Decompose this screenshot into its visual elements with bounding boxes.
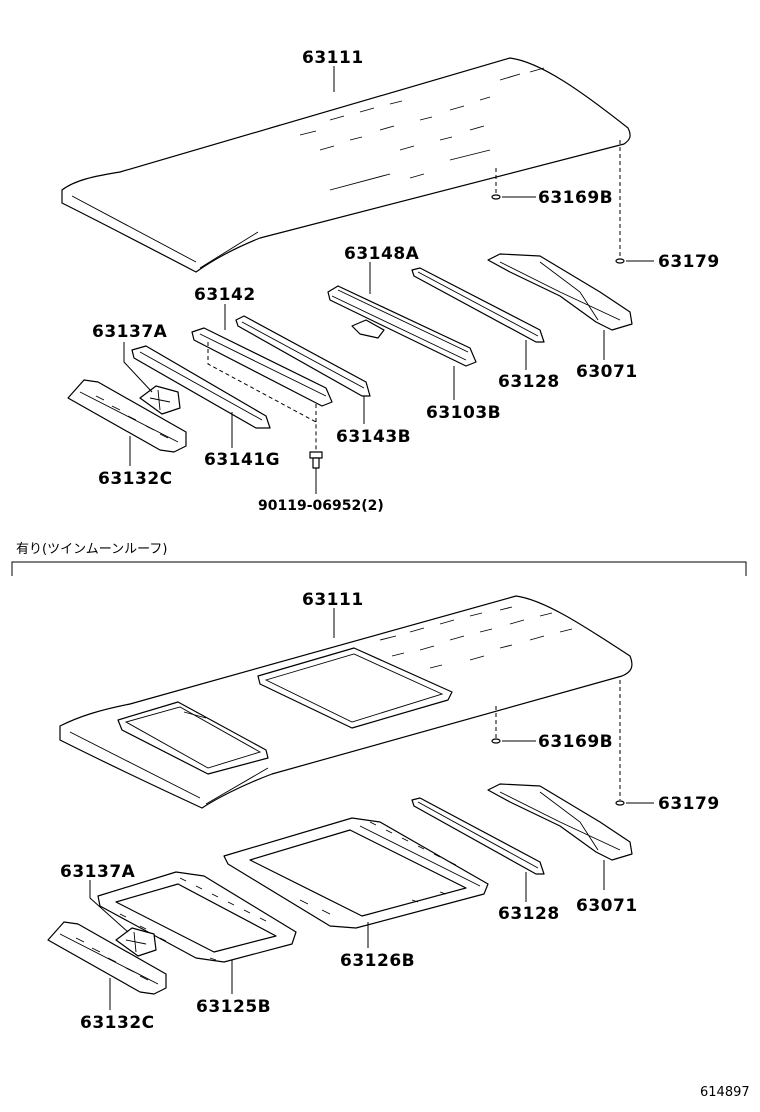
bolt-90119[interactable]	[309, 451, 323, 494]
label-90119: 90119-06952(2)	[258, 498, 384, 514]
label-63179-top: 63179	[658, 252, 720, 272]
label-63179-bottom: 63179	[658, 794, 720, 814]
rear-header-63071-top[interactable]	[487, 253, 633, 360]
roof-panel-bottom[interactable]	[59, 595, 633, 809]
top-section: 63111 63169B 63179 63148A 63142 63137A 6…	[61, 48, 720, 514]
label-63111-bottom: 63111	[302, 590, 364, 610]
label-63132c-bottom: 63132C	[80, 1013, 155, 1033]
reinforcement-63137a-top[interactable]	[123, 342, 181, 415]
sunroof-frame-63126b[interactable]	[223, 817, 489, 948]
roof-bow-63128-top[interactable]	[411, 267, 545, 370]
bottom-section: 63111 63169B 63179 63137A 63128 63071 63…	[47, 590, 720, 1033]
roof-bow-63128-bottom[interactable]	[411, 797, 545, 902]
header-bow-63141g[interactable]	[131, 345, 271, 448]
label-63169b-top: 63169B	[538, 188, 613, 208]
label-63126b: 63126B	[340, 951, 415, 971]
label-63128-top: 63128	[498, 372, 560, 392]
roof-panel-top[interactable]	[61, 57, 631, 273]
label-63111-top: 63111	[302, 48, 364, 68]
front-header-63132c-bottom[interactable]	[47, 921, 167, 1010]
clip-63179-top[interactable]	[615, 140, 654, 264]
label-63132c-top: 63132C	[98, 469, 173, 489]
section-note: 有り(ツインムーンルーフ)	[16, 542, 167, 557]
label-63071-top: 63071	[576, 362, 638, 382]
rear-header-63071-bottom[interactable]	[487, 783, 633, 890]
roof-bow-63142[interactable]	[191, 304, 333, 450]
label-63128-bottom: 63128	[498, 904, 560, 924]
clip-63179-bottom[interactable]	[615, 680, 654, 806]
sunroof-frame-63125b[interactable]	[97, 871, 297, 994]
roof-bow-63143b[interactable]	[235, 315, 371, 424]
label-63137a-bottom: 63137A	[60, 862, 136, 882]
label-63071-bottom: 63071	[576, 896, 638, 916]
label-63141g: 63141G	[204, 450, 280, 470]
label-63148a: 63148A	[344, 244, 420, 264]
reinforcement-63137a-bottom[interactable]	[89, 880, 157, 957]
label-63142: 63142	[194, 285, 256, 305]
clip-63169b-bottom[interactable]	[491, 706, 536, 744]
label-63143b: 63143B	[336, 427, 411, 447]
clip-63169b-top[interactable]	[491, 168, 536, 200]
roof-bow-63103b[interactable]	[327, 262, 477, 400]
label-63103b: 63103B	[426, 403, 501, 423]
label-63169b-bottom: 63169B	[538, 732, 613, 752]
reference-code: 614897	[700, 1085, 750, 1100]
section-divider: 有り(ツインムーンルーフ)	[11, 542, 747, 576]
label-63125b: 63125B	[196, 997, 271, 1017]
front-header-63132c-top[interactable]	[67, 379, 187, 466]
label-63137a-top: 63137A	[92, 322, 168, 342]
